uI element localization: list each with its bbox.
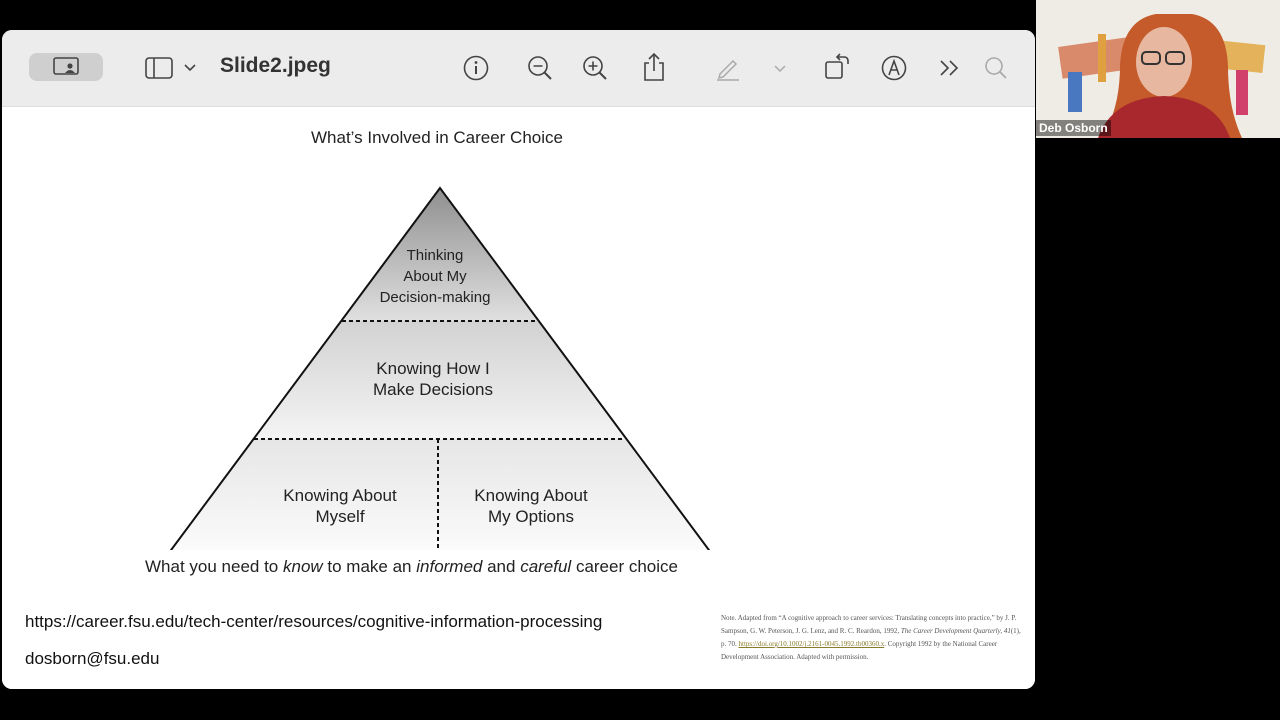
caption-text-2: to make an [322,557,417,576]
sidebar-icon [145,57,196,79]
chevron-down-icon [774,65,786,73]
double-chevron-right-icon [940,60,959,76]
pyramid-bottom-left-line-1: Knowing About [283,486,397,505]
note-text-1: Note. Adapted from “A cognitive approach… [721,614,1017,635]
markup-menu-button[interactable] [768,56,792,80]
caption-text-3: and [482,557,521,576]
citation-note: Note. Adapted from “A cognitive approach… [721,612,1027,664]
slideshow-icon [53,57,79,75]
zoom-in-icon [583,56,607,80]
participant-video[interactable]: Deb Osborn [1036,0,1280,138]
caption-emphasis-careful: careful [520,557,572,576]
markup-button[interactable] [712,52,744,84]
pyramid-top-line-1: Thinking [406,247,464,264]
pyramid-middle-line-2: Make Decisions [373,380,493,399]
note-text-2: (1), p. 70. [721,627,1021,648]
pyramid-top-line-2: About My [403,268,467,285]
caption-text-1: What you need to [145,557,283,576]
note-journal: The Career Development Quarterly, 41 [900,627,1011,635]
contact-email: dosborn@fsu.edu [25,649,160,668]
share-icon [644,52,664,81]
participant-name-label: Deb Osborn [1036,120,1111,136]
zoom-in-button[interactable] [579,52,611,84]
pyramid-bottom-right-line-1: Knowing About [474,486,588,505]
document-title: Slide2.jpeg [220,54,331,77]
note-doi-link: https://doi.org/10.1002/j.2161-0045.1992… [738,640,885,648]
info-icon [463,55,489,81]
search-button[interactable] [980,52,1012,84]
info-button[interactable] [460,52,492,84]
pyramid-diagram [169,186,711,550]
note-text-3: . Copyright 1992 by the National Career … [721,640,998,661]
share-button[interactable] [638,50,670,84]
annotate-button[interactable] [878,52,910,84]
pyramid-bottom-left-label: Knowing About Myself [250,485,430,527]
resource-url: https://career.fsu.edu/tech-center/resou… [25,612,603,631]
slide-image: What’s Involved in Career Choice [2,107,1035,689]
pyramid-middle-line-1: Knowing How I [376,359,490,378]
video-feed-image [1036,0,1280,138]
zoom-out-icon [528,56,552,80]
pyramid-middle-section [254,321,625,439]
zoom-out-button[interactable] [524,52,556,84]
view-mode-button[interactable] [29,53,103,81]
pyramid-bottom-right-label: Knowing About My Options [441,485,621,527]
pyramid-bottom-section [171,439,709,550]
pyramid-caption: What you need to know to make an informe… [145,557,678,577]
caption-text-4: career choice [571,557,678,576]
sidebar-toggle-button[interactable] [144,55,204,81]
pyramid-top-section [342,188,538,321]
toolbar: Slide2.jpeg [2,30,1035,107]
caption-emphasis-know: know [282,557,323,576]
search-icon [985,57,1007,79]
slide-title: What’s Involved in Career Choice [311,128,563,147]
pyramid-bottom-left-line-2: Myself [315,507,365,526]
preview-window: Slide2.jpeg [2,30,1035,689]
pen-circle-icon [881,55,907,81]
pyramid-top-line-3: Decision-making [379,289,491,306]
more-tools-button[interactable] [935,54,965,82]
rotate-icon [825,53,849,79]
caption-emphasis-informed: informed [416,557,483,576]
pyramid-bottom-right-line-2: My Options [488,507,574,526]
pyramid-top-label: Thinking About My Decision-making [355,245,515,308]
pyramid-middle-label: Knowing How I Make Decisions [333,358,533,400]
rotate-button[interactable] [820,50,854,84]
pencil-icon [717,59,739,81]
